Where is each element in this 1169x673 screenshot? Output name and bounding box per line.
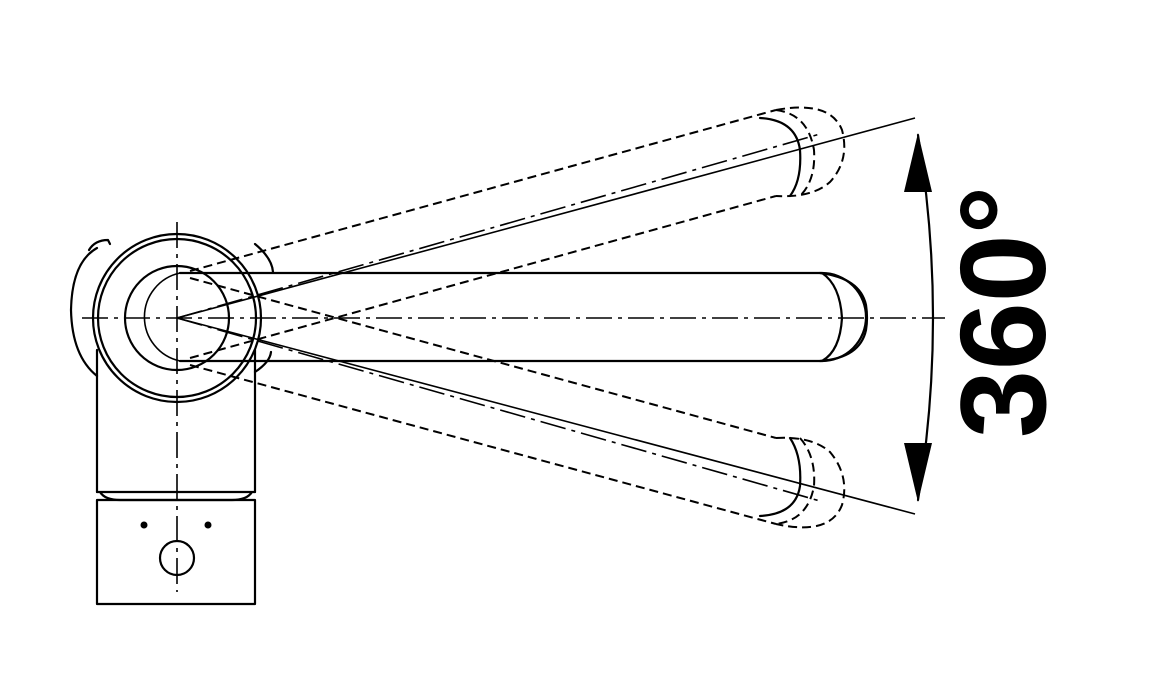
spout-upper-tip-outer	[775, 106, 846, 198]
spout-lower-tip-solid	[758, 436, 802, 518]
spout-upper-top-edge	[189, 109, 777, 272]
rotation-angle-label: 360°	[935, 186, 1071, 438]
spout-lower-tip-inner	[775, 437, 816, 525]
spout-lower-position	[189, 277, 846, 529]
spout-upper-tip-inner	[775, 109, 816, 197]
spout-upper-position	[189, 106, 846, 359]
lower-limit-line	[176, 317, 916, 515]
spout-upper-bottom-edge	[189, 195, 777, 359]
housing-left-ear	[87, 238, 112, 252]
upper-limit-line	[176, 117, 916, 319]
tap-body	[69, 232, 275, 606]
spout-center-position	[143, 271, 869, 363]
upper-spout-axis	[176, 133, 821, 319]
base-screw-left	[140, 521, 148, 529]
base-screw-right	[204, 521, 212, 529]
spout-center-left-cap	[143, 272, 181, 362]
housing-collar	[95, 490, 257, 502]
rotation-arrow-icon-lower	[904, 443, 932, 502]
spout-center-tip-arc	[818, 271, 869, 363]
center-lines	[82, 117, 945, 592]
spout-lower-tip-outer	[775, 436, 846, 529]
spout-upper-tip-solid	[758, 116, 802, 198]
spout-lower-top-edge	[189, 277, 777, 439]
rotation-indicator	[904, 133, 935, 502]
housing-column	[95, 348, 257, 494]
lower-spout-axis	[176, 317, 821, 502]
spout-center-tip-inner	[820, 271, 844, 363]
rotation-arrow-icon	[904, 133, 932, 192]
housing-base	[95, 498, 257, 606]
spout-center-outline	[178, 271, 868, 363]
spout-lower-bottom-edge	[189, 364, 777, 525]
